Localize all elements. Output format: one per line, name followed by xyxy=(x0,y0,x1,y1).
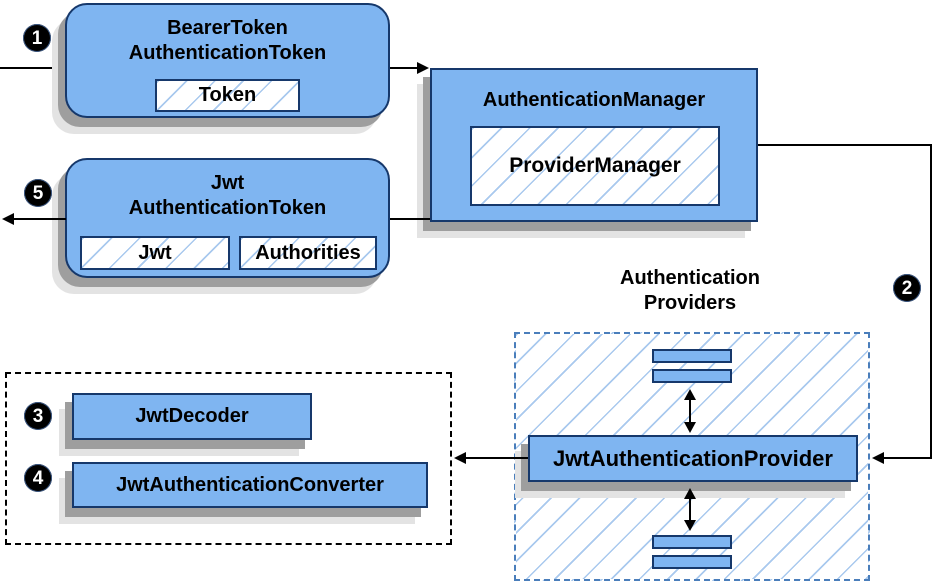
arrow-up-head xyxy=(684,488,696,499)
provider-manager-chip: ProviderManager xyxy=(470,126,720,206)
step-4-badge: 4 xyxy=(24,464,52,492)
jwt-authentication-converter-label: JwtAuthenticationConverter xyxy=(116,473,384,496)
bearer-token-title-line2: AuthenticationToken xyxy=(128,42,327,64)
arrow-up-head xyxy=(684,389,696,400)
provider-stack-top-bar-2 xyxy=(652,369,732,383)
authentication-manager-title-text: AuthenticationManager xyxy=(482,89,706,111)
jwt-authentication-provider-label: JwtAuthenticationProvider xyxy=(553,445,833,471)
jwt-chip-label: Jwt xyxy=(138,241,172,264)
provider-stack-bottom-bar-1 xyxy=(652,535,732,549)
jwt-token-title-line1: Jwt xyxy=(210,172,245,194)
step-2-badge: 2 xyxy=(893,274,921,302)
arrow-down-head xyxy=(684,422,696,433)
jwt-authentication-token-title: Jwt AuthenticationToken xyxy=(129,160,326,221)
token-chip-label: Token xyxy=(198,84,257,106)
arrow-manager-to-provider-vertical-segment xyxy=(930,144,932,459)
arrow-manager-to-provider-bottom-segment xyxy=(883,457,930,459)
arrow-provider-to-decoder-line xyxy=(465,457,528,459)
arrow-shaft xyxy=(689,499,691,520)
jwt-token-title-line2: AuthenticationToken xyxy=(128,197,327,219)
arrow-bearer-to-manager-line xyxy=(390,67,418,69)
arrow-bearer-to-manager-head xyxy=(417,62,429,74)
step-2-number: 2 xyxy=(901,277,913,299)
jwt-chip: Jwt xyxy=(80,236,230,270)
arrow-shaft xyxy=(689,400,691,422)
jwt-authentication-token-node: Jwt AuthenticationToken Jwt Authorities xyxy=(65,158,390,278)
arrow-jwt-token-out-line xyxy=(13,218,66,220)
authentication-providers-label-line1: Authentication xyxy=(620,267,760,289)
authentication-providers-label: Authentication Providers xyxy=(560,266,820,316)
step-5-badge: 5 xyxy=(24,179,52,207)
provider-stack-bottom-bar-2 xyxy=(652,555,732,569)
step-3-badge: 3 xyxy=(24,402,52,430)
decoder-converter-container xyxy=(5,372,452,545)
step-1-badge: 1 xyxy=(23,24,51,52)
arrow-request-in xyxy=(0,67,66,69)
arrow-jwt-token-out-head xyxy=(2,213,14,225)
authorities-chip: Authorities xyxy=(239,236,377,270)
arrow-manager-to-jwt-token-line xyxy=(390,218,430,220)
arrow-provider-to-top-stack xyxy=(684,389,696,433)
arrow-provider-to-decoder-head xyxy=(454,452,466,464)
jwt-authentication-converter-node: JwtAuthenticationConverter xyxy=(72,462,428,508)
provider-manager-chip-label: ProviderManager xyxy=(509,154,681,177)
jwt-authentication-provider-node: JwtAuthenticationProvider xyxy=(528,435,858,482)
step-4-number: 4 xyxy=(32,467,44,489)
step-1-number: 1 xyxy=(31,27,43,49)
arrow-down-head xyxy=(684,520,696,531)
step-5-number: 5 xyxy=(32,182,44,204)
arrow-manager-to-provider-top-segment xyxy=(758,144,932,146)
arrow-provider-to-bottom-stack xyxy=(684,488,696,531)
arrow-manager-to-provider-head xyxy=(872,452,884,464)
authentication-providers-label-line2: Providers xyxy=(643,292,737,314)
bearer-token-title-line1: BearerToken xyxy=(167,17,288,39)
bearer-token-node-title: BearerToken AuthenticationToken xyxy=(129,5,326,66)
provider-stack-top-bar-1 xyxy=(652,349,732,363)
authentication-manager-node: AuthenticationManager ProviderManager xyxy=(430,68,758,222)
token-chip: Token xyxy=(155,79,300,112)
authentication-manager-title: AuthenticationManager xyxy=(483,70,705,113)
bearer-token-authentication-token-node: BearerToken AuthenticationToken Token xyxy=(65,3,390,118)
jwt-decoder-label: JwtDecoder xyxy=(135,405,249,427)
step-3-number: 3 xyxy=(32,405,44,427)
jwt-decoder-node: JwtDecoder xyxy=(72,393,312,440)
authorities-chip-label: Authorities xyxy=(255,241,361,264)
